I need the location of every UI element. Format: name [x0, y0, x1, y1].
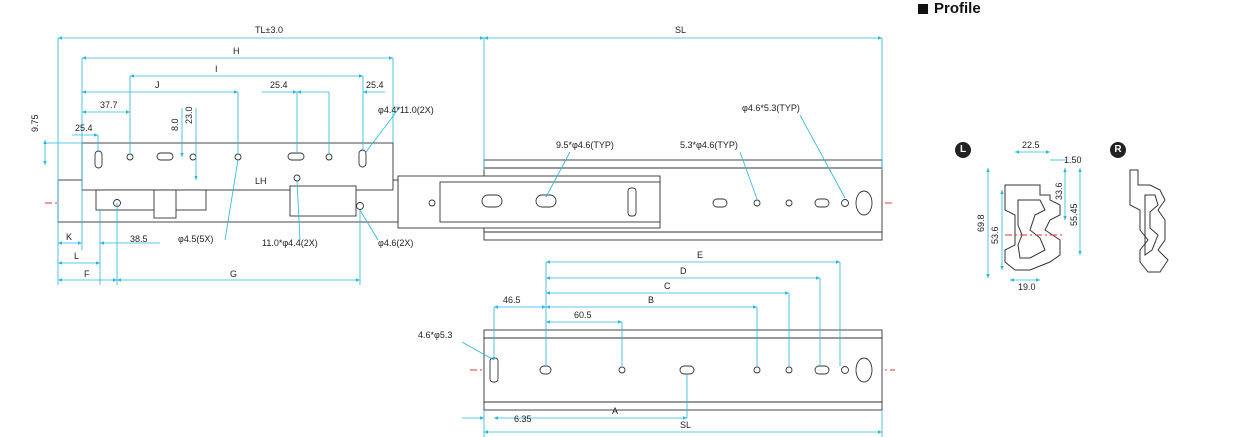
label-465: 46.5 — [503, 295, 521, 305]
leader-h45 — [224, 159, 239, 241]
label-80: 8.0 — [170, 118, 180, 131]
inner-hole-3 — [356, 202, 364, 210]
bottom-hole-2 — [753, 366, 761, 374]
label-e: E — [697, 250, 703, 260]
label-i: I — [215, 64, 218, 74]
bracket-hole-2 — [189, 153, 197, 161]
profile-heading: Profile — [918, 0, 981, 17]
profile-title: Profile — [934, 0, 981, 17]
label-p336: 33.6 — [1054, 182, 1064, 200]
rail-hole-1 — [428, 199, 436, 207]
label-tl: TL±3.0 — [255, 25, 283, 35]
rail-slot-3 — [712, 198, 728, 208]
bracket-slot-left — [94, 150, 103, 169]
label-l: L — [74, 251, 79, 261]
bottom-end-stop — [855, 357, 873, 383]
label-c: C — [664, 281, 671, 291]
profile-left-outline — [1004, 184, 1061, 271]
bracket — [81, 142, 394, 191]
label-slot2: 11.0*φ4.4(2X) — [262, 238, 318, 248]
label-975: 9.75 — [30, 114, 40, 132]
label-h45: φ4.5(5X) — [178, 234, 213, 244]
label-254c: 25.4 — [75, 123, 93, 133]
left-profile-badge: L — [955, 142, 971, 158]
bottom-hole-1 — [618, 366, 626, 374]
profile-right-outline — [1129, 169, 1169, 273]
leader-h46 — [359, 209, 379, 241]
rail-slot-1 — [481, 194, 503, 208]
label-p190: 19.0 — [1018, 282, 1036, 292]
rail-end-stop — [855, 190, 873, 216]
profile-left-inner — [1017, 199, 1046, 259]
bracket-slot-h1 — [156, 152, 174, 161]
label-d: D — [680, 266, 687, 276]
leader-slot3 — [461, 341, 495, 361]
square-bullet-icon — [918, 3, 928, 14]
profile-right-inner — [1144, 194, 1159, 256]
label-g: G — [230, 269, 237, 279]
label-sl-top: SL — [675, 25, 686, 35]
label-slot1: φ4.4*11.0(2X) — [378, 105, 434, 115]
rail-hole-3 — [785, 199, 793, 207]
label-635: 6.35 — [514, 414, 532, 424]
label-lh: LH — [255, 176, 267, 186]
label-p225: 22.5 — [1022, 140, 1040, 150]
latch — [153, 189, 177, 219]
rail-slot-2 — [535, 194, 557, 208]
label-254a: 25.4 — [270, 80, 288, 90]
label-p536: 53.6 — [990, 226, 1000, 244]
bottom-slot-3 — [814, 365, 830, 375]
label-typ1: 9.5*φ4.6(TYP) — [556, 140, 614, 150]
leader-slot1 — [365, 106, 401, 153]
label-254b: 25.4 — [366, 80, 384, 90]
leader-typ2 — [739, 151, 758, 200]
label-h46: φ4.6(2X) — [378, 238, 413, 248]
bottom-slot-1 — [539, 365, 552, 375]
label-typ2: 5.3*φ4.6(TYP) — [680, 140, 738, 150]
rail-hole-4 — [841, 199, 849, 207]
leader-typ3 — [799, 114, 846, 199]
label-p150: 1.50 — [1064, 155, 1082, 165]
label-605: 60.5 — [574, 310, 592, 320]
bottom-slot-2 — [679, 365, 695, 375]
label-sl-bottom: SL — [680, 420, 691, 430]
label-230: 23.0 — [184, 106, 194, 124]
leader-slot2 — [296, 179, 301, 241]
bracket-slot-right — [358, 149, 367, 168]
right-profile-badge: R — [1110, 142, 1126, 158]
label-slot3: 4.6*φ5.3 — [418, 330, 452, 340]
label-k: K — [66, 232, 72, 242]
latch-housing — [95, 189, 207, 211]
rail-release — [627, 187, 637, 217]
leader-typ1 — [545, 151, 571, 198]
label-typ3: φ4.6*5.3(TYP) — [742, 103, 800, 113]
label-377: 37.7 — [100, 100, 118, 110]
label-p5545: 55.45 — [1069, 203, 1079, 226]
label-p698: 69.8 — [976, 214, 986, 232]
bottom-end-tab — [489, 357, 499, 383]
bottom-hole-4 — [841, 366, 849, 374]
rail-slot-4 — [814, 198, 830, 208]
bracket-slot-h2 — [287, 152, 305, 161]
label-385: 38.5 — [130, 234, 148, 244]
label-h: H — [233, 46, 240, 56]
label-b: B — [648, 295, 654, 305]
bottom-hole-3 — [785, 366, 793, 374]
front-latch — [289, 185, 357, 217]
label-f: F — [84, 269, 90, 279]
label-j: J — [155, 80, 160, 90]
rail-hole-2 — [753, 199, 761, 207]
label-a: A — [612, 406, 618, 416]
